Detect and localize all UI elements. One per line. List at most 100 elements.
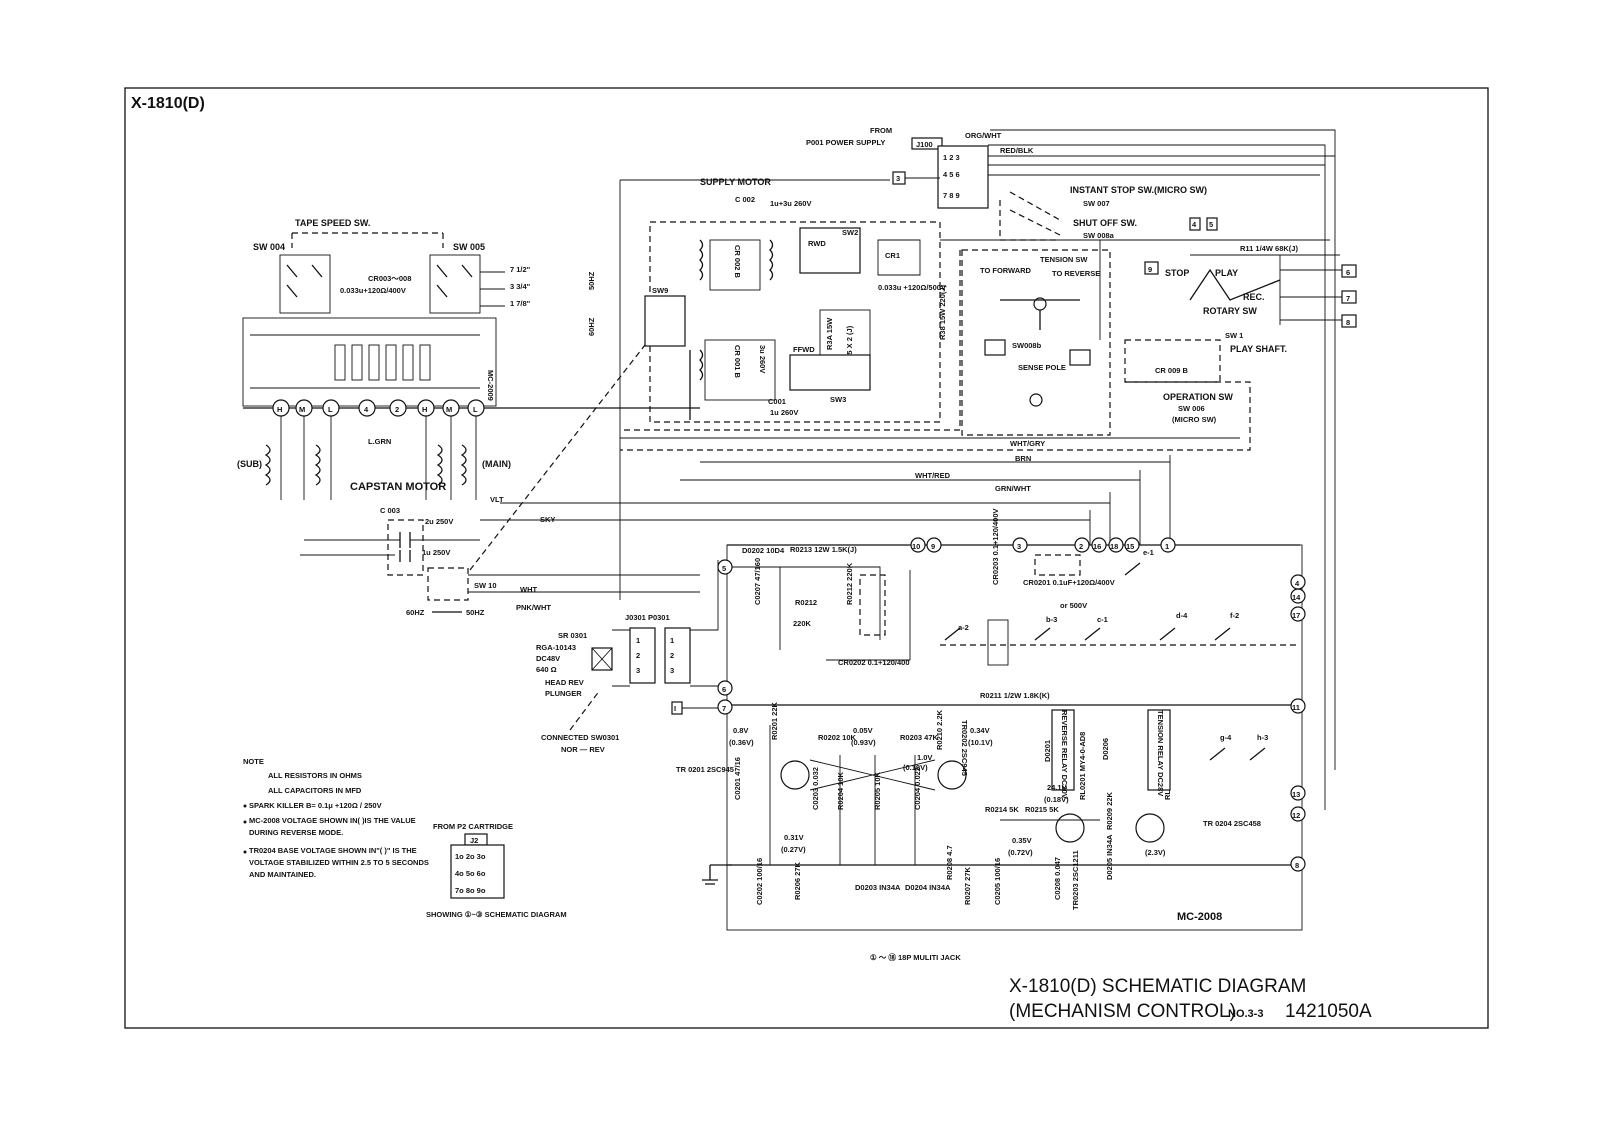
sw008b-label: SW008b xyxy=(1012,341,1042,350)
svg-text:1.0V: 1.0V xyxy=(917,753,932,762)
note-4-wrap: MC-2008 VOLTAGE SHOWN IN( )IS THE VALUE … xyxy=(249,816,416,837)
svg-text:2: 2 xyxy=(1079,542,1083,551)
svg-text:1: 1 xyxy=(636,636,640,645)
cr0201-extra: or 500V xyxy=(1060,601,1087,610)
svg-text:C0205 100/16: C0205 100/16 xyxy=(993,858,1002,905)
note-5: TR0204 BASE VOLTAGE SHOWN IN"( )" IS THE… xyxy=(249,846,429,879)
svg-text:8: 8 xyxy=(1295,861,1299,870)
to-reverse-label: TO REVERSE xyxy=(1052,269,1100,278)
svg-text:2: 2 xyxy=(636,651,640,660)
svg-text:18: 18 xyxy=(1110,542,1118,551)
cr002-label: CR 002 B xyxy=(733,245,742,279)
speed-3: 1 7/8" xyxy=(510,299,531,308)
svg-text:C0204 0.022: C0204 0.022 xyxy=(913,767,922,810)
wire-lgrn: L.GRN xyxy=(368,437,391,446)
svg-text:6: 6 xyxy=(722,685,726,694)
svg-text:D0201: D0201 xyxy=(1043,740,1052,762)
wire-wht-red: WHT/RED xyxy=(915,471,951,480)
svg-text:D0204 IN34A: D0204 IN34A xyxy=(905,883,951,892)
head-rev-label: HEAD REV xyxy=(545,678,584,687)
tape-speed-section: TAPE SPEED SW. SW 004 SW 005 CR003〜008 0… xyxy=(237,218,700,617)
svg-text:2: 2 xyxy=(395,405,399,414)
sw004-label: SW 004 xyxy=(253,242,285,252)
capstan-nodes: H M L 4 2 H M L xyxy=(272,399,485,417)
svg-text:4: 4 xyxy=(1295,579,1300,588)
svg-text:0.05V: 0.05V xyxy=(853,726,873,735)
tape-speed-title: TAPE SPEED SW. xyxy=(295,218,370,228)
power-wire-2: RED/BLK xyxy=(1000,146,1034,155)
cartridge-row-1: 1o 2o 3o xyxy=(455,852,486,861)
svg-text:b-3: b-3 xyxy=(1046,615,1057,624)
cartridge-section: FROM P2 CARTRIDGE J2 1o 2o 3o 4o 5o 6o 7… xyxy=(426,822,567,919)
r0213-label: R0213 12W 1.5K(J) xyxy=(790,545,857,554)
mc2009-label: MC-2009 xyxy=(486,370,495,401)
svg-text:24.1V: 24.1V xyxy=(1047,783,1067,792)
wire-brn: BRN xyxy=(1015,454,1031,463)
svg-text:R0203 47K: R0203 47K xyxy=(900,733,939,742)
svg-text:R0214 5K: R0214 5K xyxy=(985,805,1019,814)
rga-label: RGA-10143 xyxy=(536,643,576,652)
svg-text:H: H xyxy=(277,405,282,414)
svg-text:R0215 5K: R0215 5K xyxy=(1025,805,1059,814)
svg-text:R0206 27K: R0206 27K xyxy=(793,861,802,900)
svg-text:0.8V: 0.8V xyxy=(733,726,748,735)
cr001-label: CR 001 B xyxy=(733,345,742,379)
relay-contacts: a-2 b-3 c-1 d-4 e-1 f-2 g-4 h-3 xyxy=(940,548,1300,761)
cr0202-label: R0212 220K xyxy=(845,562,854,605)
connected-label: CONNECTED SW0301 xyxy=(541,733,619,742)
svg-text:R0210 2.2K: R0210 2.2K xyxy=(935,709,944,750)
cartridge-caption: SHOWING ①~③ SCHEMATIC DIAGRAM xyxy=(426,910,567,919)
stop-label: STOP xyxy=(1165,268,1189,278)
svg-text:(0.18V): (0.18V) xyxy=(903,763,928,772)
ohm-label: 640 Ω xyxy=(536,665,557,674)
power-connector xyxy=(937,145,989,209)
operation-sw-ref: SW 006 xyxy=(1178,404,1205,413)
svg-text:11: 11 xyxy=(1292,703,1300,712)
sheet-border xyxy=(124,87,1489,1029)
sw2-label: SW2 xyxy=(842,228,858,237)
svg-text:9: 9 xyxy=(931,542,935,551)
cr003-label: CR003〜008 xyxy=(368,274,411,283)
svg-text:R0209 22K: R0209 22K xyxy=(1105,791,1114,830)
hz50-left: 50HZ xyxy=(466,608,485,617)
instant-stop-label: INSTANT STOP SW.(MICRO SW) xyxy=(1070,185,1207,195)
svg-text:L: L xyxy=(473,405,478,414)
svg-text:TR 0204 2SC458: TR 0204 2SC458 xyxy=(1203,819,1261,828)
shut-off-ref: SW 008a xyxy=(1083,231,1115,240)
svg-text:4: 4 xyxy=(364,405,369,414)
r3a-value: 22.5 X 2 (J) xyxy=(845,325,854,365)
c002-value: 1u+3u 260V xyxy=(770,199,811,208)
svg-text:7: 7 xyxy=(1346,294,1350,303)
svg-text:H: H xyxy=(422,405,427,414)
title-line-2: (MECHANISM CONTROL) xyxy=(1009,1001,1236,1022)
r0211-label: R0211 1/2W 1.8K(K) xyxy=(980,691,1050,700)
cr009-label: CR 009 B xyxy=(1155,366,1189,375)
svg-text:(0.93V): (0.93V) xyxy=(851,738,876,747)
svg-text:C0202 100/16: C0202 100/16 xyxy=(755,858,764,905)
svg-text:R0208 4.7: R0208 4.7 xyxy=(945,845,954,880)
speed-1: 7 1/2" xyxy=(510,265,531,274)
note-5-wrap: TR0204 BASE VOLTAGE SHOWN IN"( )" IS THE… xyxy=(249,846,429,879)
sw9-label: SW9 xyxy=(652,286,668,295)
svg-text:3: 3 xyxy=(636,666,640,675)
voltage-readings: 0.8V (0.36V) 0.05V (0.93V) 1.0V (0.18V) … xyxy=(729,726,1166,857)
svg-text:13: 13 xyxy=(1292,790,1300,799)
title-code: 1421050A xyxy=(1285,1001,1372,1022)
notes-heading: NOTE xyxy=(243,757,264,766)
sw1-label: SW 1 xyxy=(1225,331,1243,340)
svg-text:D0203 IN34A: D0203 IN34A xyxy=(855,883,901,892)
sr0301-label: SR 0301 xyxy=(558,631,587,640)
svg-text:16: 16 xyxy=(1093,542,1101,551)
cr0201-label: CR0201 0.1uF+120Ω/400V xyxy=(1023,578,1115,587)
wire-wht: WHT xyxy=(520,585,537,594)
svg-text:D0205 IN34A: D0205 IN34A xyxy=(1105,834,1114,880)
svg-text:C0201 47/16: C0201 47/16 xyxy=(733,757,742,800)
c003-label: C 003 xyxy=(380,506,400,515)
cr1-value: 0.033u +120Ω/500V xyxy=(878,283,946,292)
svg-text:(10.1V): (10.1V) xyxy=(968,738,993,747)
speed-2: 3 3/4" xyxy=(510,282,531,291)
svg-text:M: M xyxy=(446,405,452,414)
rwd-label: RWD xyxy=(808,239,826,248)
svg-text:0.35V: 0.35V xyxy=(1012,836,1032,845)
